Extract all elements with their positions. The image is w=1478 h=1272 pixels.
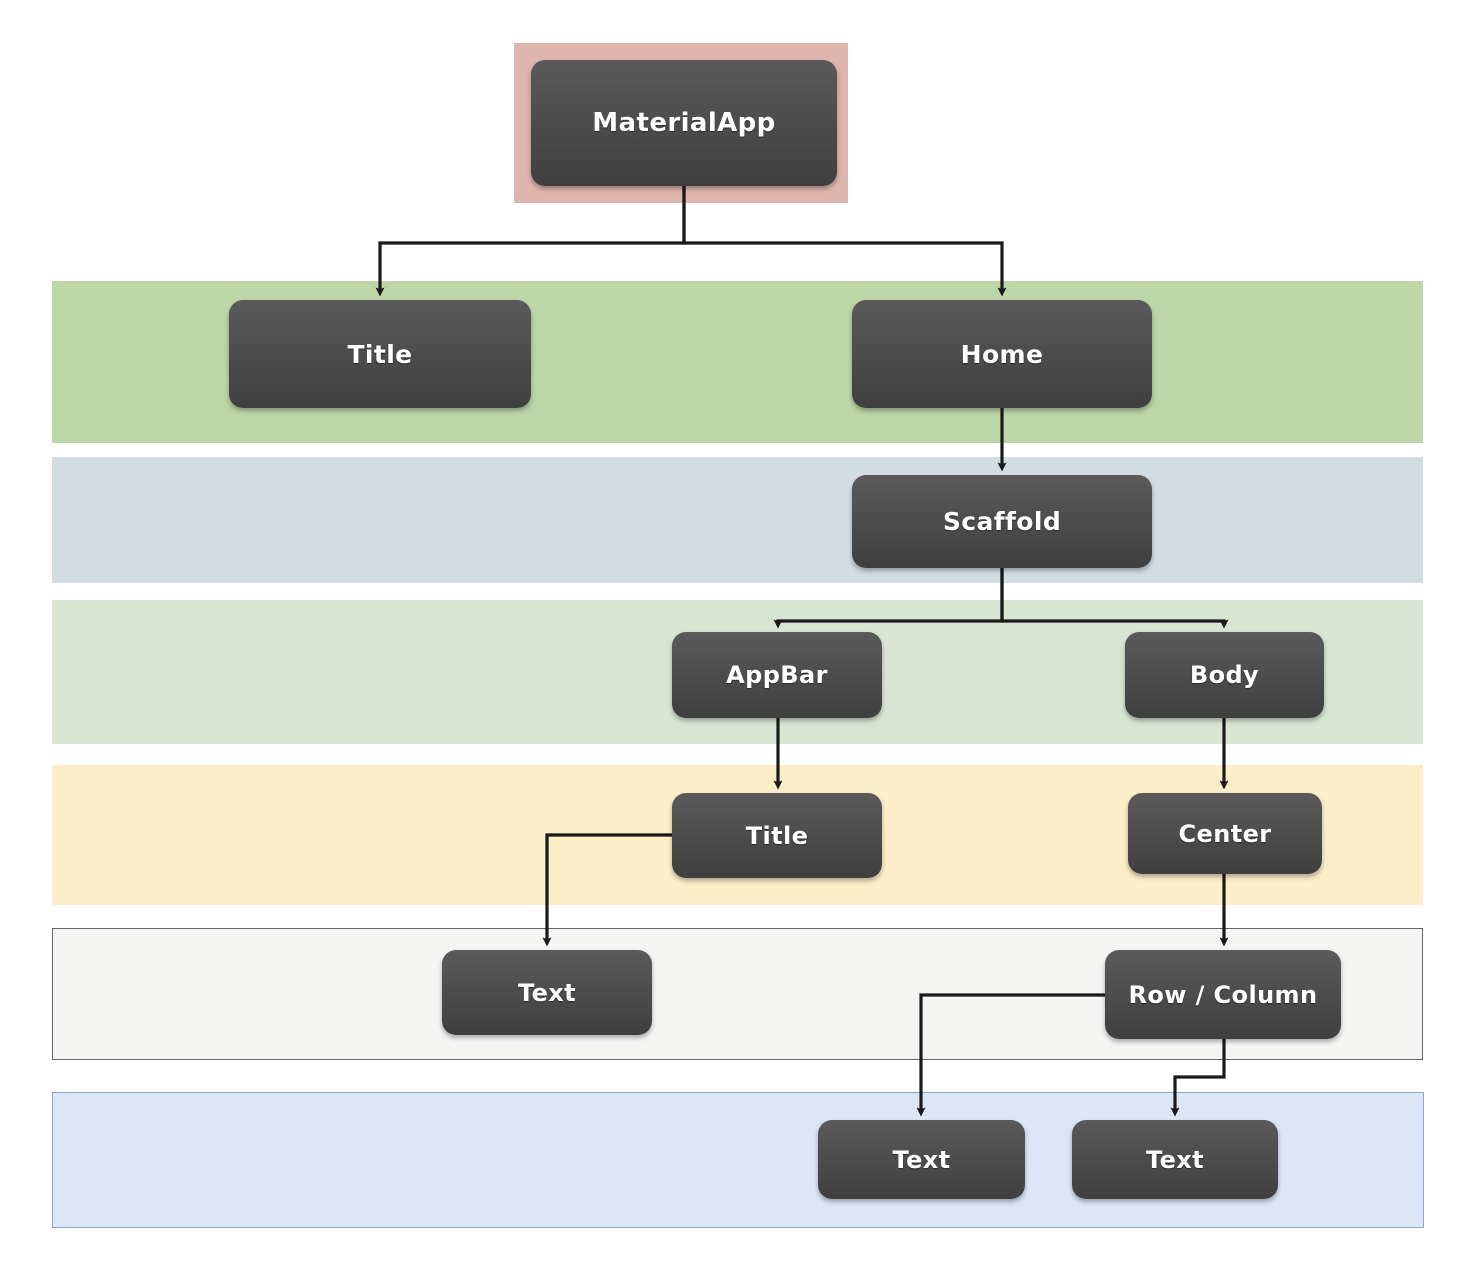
node-label: Title [347,339,413,369]
node-rowcolumn[interactable]: Row / Column [1105,950,1341,1039]
node-home[interactable]: Home [852,300,1152,408]
node-label: Text [1145,1145,1204,1174]
node-label: Row / Column [1128,980,1318,1009]
node-label: Body [1189,661,1260,689]
band-level-2 [52,457,1423,583]
node-label: Text [892,1145,951,1174]
node-label: Text [517,978,576,1007]
node-text-bar[interactable]: Text [442,950,652,1035]
node-label: Center [1178,819,1272,848]
node-text-left[interactable]: Text [818,1120,1025,1199]
node-label: Title [745,821,809,850]
node-title-bar[interactable]: Title [672,793,882,878]
node-label: Scaffold [942,507,1062,536]
node-scaffold[interactable]: Scaffold [852,475,1152,568]
node-center[interactable]: Center [1128,793,1322,874]
node-text-right[interactable]: Text [1072,1120,1278,1199]
node-title-app[interactable]: Title [229,300,531,408]
node-body[interactable]: Body [1125,632,1324,718]
node-materialapp[interactable]: MaterialApp [531,60,837,186]
node-label: AppBar [726,661,828,689]
node-label: Home [960,339,1044,369]
node-appbar[interactable]: AppBar [672,632,882,718]
node-label: MaterialApp [592,108,776,138]
